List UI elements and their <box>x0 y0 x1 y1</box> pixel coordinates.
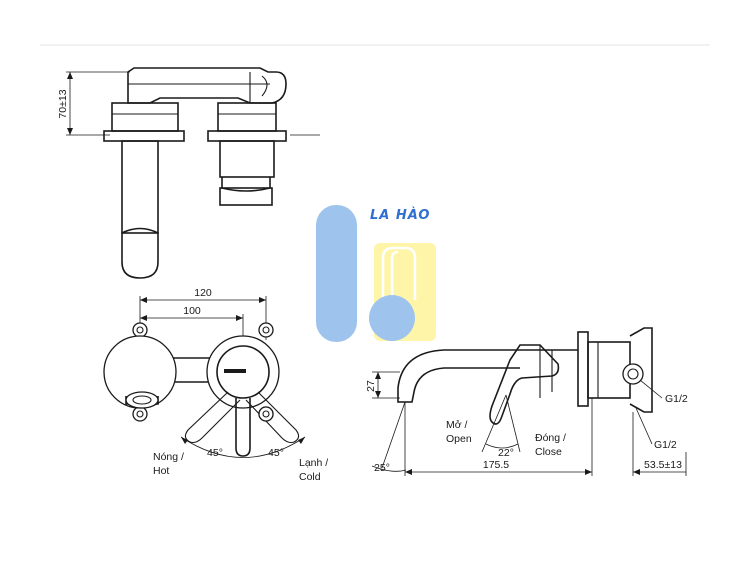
hot-label-en: Hot <box>153 465 169 477</box>
valve-indicator <box>224 369 246 373</box>
wall-plate <box>577 331 589 407</box>
angle-arc <box>180 436 306 458</box>
spout-outlet <box>125 391 159 409</box>
close-label-vi: Đóng / <box>535 432 566 444</box>
connector-inner <box>627 368 639 380</box>
screw-top-left <box>132 322 148 338</box>
thread-top-label: G1/2 <box>665 393 688 405</box>
spout-length-label: 175.5 <box>483 459 509 471</box>
side-lever <box>489 344 560 425</box>
spout-height-label: 27 <box>365 380 377 392</box>
dimension-120-label: 120 <box>194 287 212 299</box>
screw-bottom-left <box>132 406 148 422</box>
connector-outer <box>622 363 644 385</box>
lever-close-line <box>505 394 521 453</box>
thread-bottom-leader <box>635 407 653 445</box>
spout-angle-label: 25° <box>374 462 390 474</box>
hot-label-vi: Nóng / <box>153 451 184 463</box>
plan-view: 120 100 45° <box>103 287 328 483</box>
close-label-en: Close <box>535 446 562 458</box>
cold-label-vi: Lạnh / <box>299 457 328 469</box>
spout-angle-line <box>381 401 406 469</box>
lever-handle-outline <box>127 67 287 104</box>
spout-tip <box>121 227 159 279</box>
right-collar <box>217 102 277 132</box>
side-view: 27 25° 175.5 53.5±13 22° Mở / Open Đóng … <box>365 327 688 476</box>
watermark-brand-text: LA HÀO <box>370 207 430 223</box>
lever-open-line <box>481 394 507 453</box>
lever-center-position <box>235 398 251 457</box>
watermark-logo: LA HÀO <box>316 205 436 342</box>
screw-top-right <box>258 322 274 338</box>
connection-flange <box>629 327 653 413</box>
cartridge-cap <box>221 177 271 192</box>
dimension-100-label: 100 <box>183 305 201 317</box>
angle-left-label: 45° <box>207 447 223 459</box>
logo-blue-bar <box>316 205 357 342</box>
front-elevation-view: 70±13 <box>57 67 320 279</box>
cartridge-base <box>219 187 273 206</box>
open-label-en: Open <box>446 433 472 445</box>
thread-top-leader <box>639 379 663 399</box>
spout-body <box>121 140 159 234</box>
lever-angle-label: 22° <box>498 447 514 459</box>
left-collar <box>111 102 179 132</box>
wall-depth-label: 53.5±13 <box>644 459 682 471</box>
height-dimension-label: 70±13 <box>57 89 69 118</box>
cold-label-en: Cold <box>299 471 321 483</box>
cartridge-body <box>219 140 275 178</box>
right-flange <box>207 130 287 142</box>
thread-bottom-label: G1/2 <box>654 439 677 451</box>
lever-hot-position <box>184 391 241 444</box>
angle-right-label: 45° <box>268 447 284 459</box>
left-flange <box>103 130 185 142</box>
logo-blue-circle <box>369 295 415 341</box>
lever-cold-position <box>245 391 300 444</box>
open-label-vi: Mở / <box>446 419 468 431</box>
